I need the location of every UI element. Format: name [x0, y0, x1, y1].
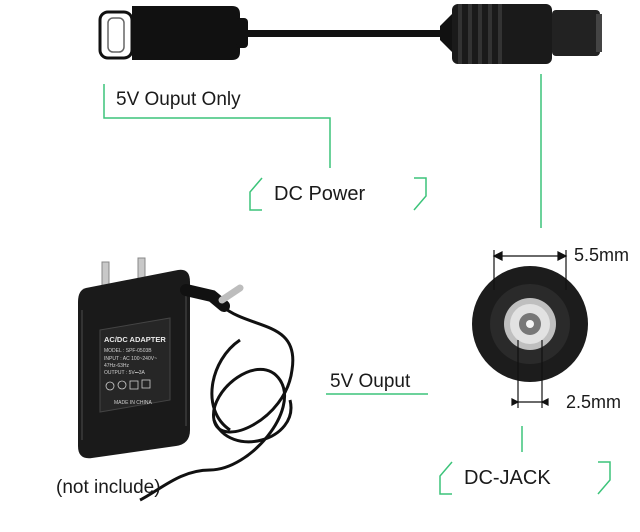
- usb-c-strain-relief: [236, 18, 248, 48]
- jack-center-pin: [526, 320, 534, 328]
- label-dc-jack: DC-JACK: [464, 467, 551, 489]
- label-size-outer: 5.5mm: [574, 245, 630, 265]
- cable-wire: [246, 30, 444, 37]
- dim-inner-arrow-left: [511, 398, 520, 406]
- usb-c-cable: [98, 4, 602, 64]
- callout-lines: [103, 74, 611, 495]
- label-output-only: 5V Ouput Only: [116, 89, 241, 110]
- adapter-label-made-in: MADE IN CHINA: [114, 400, 152, 406]
- callout-line-output-only: [103, 84, 331, 168]
- adapter-label-plate: [99, 317, 171, 413]
- cert-mark-icon: [105, 381, 115, 391]
- dc-power-bracket-right: [413, 177, 427, 211]
- dc-jack-opening: [596, 14, 602, 52]
- label-dc-power: DC Power: [274, 183, 366, 205]
- adapter-label-model: MODEL : SPF-0503B: [104, 348, 152, 354]
- certification-marks: [105, 379, 151, 391]
- dim-outer-arrow-right: [557, 251, 568, 261]
- wall-adapter: AC/DC ADAPTER MODEL : SPF-0503B INPUT : …: [78, 257, 295, 502]
- cert-mark-icon: [129, 380, 139, 390]
- dim-inner-arrow-right: [540, 398, 549, 406]
- adapter-label-freq: 47Hz-63Hz: [104, 363, 130, 369]
- adapter-cord: [139, 304, 295, 502]
- adapter-label-output: OUTPUT : 5V⎓3A: [104, 370, 146, 376]
- dc-jack-grip-ridges: [458, 4, 502, 64]
- adapter-label-input: INPUT : AC 100~240V~: [104, 356, 157, 362]
- usb-c-tip: [98, 10, 134, 60]
- adapter-strain-relief: [180, 284, 230, 312]
- cert-mark-icon: [141, 379, 151, 389]
- dcjack-bracket-left: [439, 461, 453, 495]
- dc-power-bracket-left: [249, 177, 263, 211]
- adapter-label-title: AC/DC ADAPTER: [104, 335, 166, 344]
- label-output: 5V Ouput: [330, 371, 411, 392]
- usb-c-tip-inner: [107, 17, 125, 53]
- adapter-barrel-tip: [218, 284, 244, 304]
- cert-mark-icon: [117, 380, 127, 390]
- dc-jack-strain-relief: [440, 14, 452, 52]
- label-size-inner: 2.5mm: [566, 392, 622, 412]
- dcjack-bracket-right: [597, 461, 611, 495]
- dc-jack-face: [472, 266, 588, 382]
- dc-jack-nose: [552, 10, 600, 56]
- label-not-include: (not include): [56, 477, 161, 498]
- usb-c-housing: [132, 6, 240, 60]
- dimension-markers: [492, 250, 568, 408]
- dim-outer-arrow-left: [492, 251, 503, 261]
- adapter-ribs: [81, 292, 187, 440]
